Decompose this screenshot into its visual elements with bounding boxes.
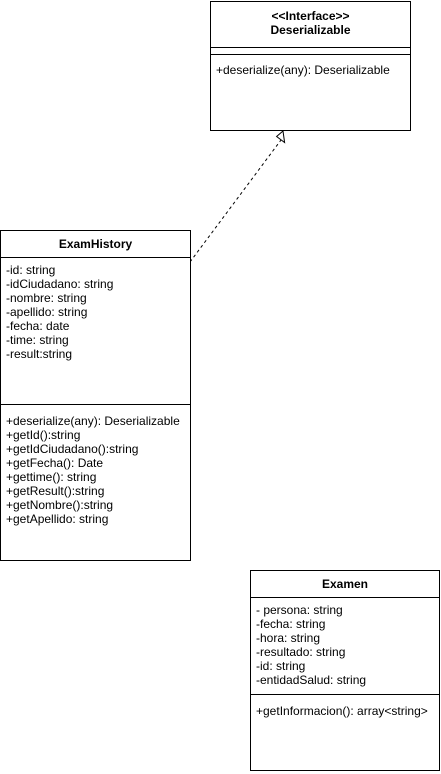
method-item: +getIdCiudadano():string <box>6 442 139 456</box>
attributes-section <box>211 48 410 55</box>
class-header: ExamHistory <box>1 231 190 258</box>
method-item: +getNombre():string <box>6 498 114 512</box>
realization-arrowhead-icon <box>275 130 286 144</box>
class-examen[interactable]: Examen - persona: string -fecha: string … <box>250 570 440 771</box>
method-item: +getFecha(): Date <box>6 456 104 470</box>
class-header: Examen <box>251 571 439 598</box>
methods-section: +getInformacion(): array<string> <box>251 695 439 718</box>
methods-section: +deserialize(any): Deserializable <box>211 55 410 77</box>
class-name: Examen <box>321 577 369 591</box>
methods-section: +deserialize(any): Deserializable +getId… <box>1 405 190 526</box>
attribute-item: -hora: string <box>256 631 321 645</box>
class-exam-history[interactable]: ExamHistory -id: string -idCiudadano: st… <box>0 230 191 561</box>
attributes-section: -id: string -idCiudadano: string -nombre… <box>1 258 190 405</box>
attribute-item: -idCiudadano: string <box>6 277 114 291</box>
attribute-item: -apellido: string <box>6 305 88 319</box>
method-item: +deserialize(any): Deserializable <box>6 414 180 428</box>
attribute-item: -time: string <box>6 333 69 347</box>
attribute-item: -nombre: string <box>6 291 87 305</box>
attribute-item: -id: string <box>6 263 56 277</box>
attribute-item: - persona: string <box>256 603 343 617</box>
method-item: +getInformacion(): array<string> <box>256 704 428 718</box>
attribute-item: -result:string <box>6 347 73 361</box>
attributes-section: - persona: string -fecha: string -hora: … <box>251 598 439 695</box>
class-header: <<Interface>> Deserializable <box>211 2 410 48</box>
method-item: +gettime(): string <box>6 470 97 484</box>
realization-line <box>189 139 282 263</box>
method-item: +getResult():string <box>6 484 105 498</box>
class-deserializable[interactable]: <<Interface>> Deserializable +deserializ… <box>210 1 411 131</box>
class-name: Deserializable <box>270 23 351 37</box>
attribute-item: -entidadSalud: string <box>256 673 367 687</box>
attribute-item: -fecha: string <box>256 617 326 631</box>
attribute-item: -id: string <box>256 659 306 673</box>
method-item: +deserialize(any): Deserializable <box>216 63 390 77</box>
attribute-item: -fecha: date <box>6 319 70 333</box>
attribute-item: -resultado: string <box>256 645 346 659</box>
class-name: ExamHistory <box>58 237 133 251</box>
method-item: +getId():string <box>6 428 81 442</box>
method-item: +getApellido: string <box>6 512 109 526</box>
class-stereotype: <<Interface>> <box>271 9 350 23</box>
